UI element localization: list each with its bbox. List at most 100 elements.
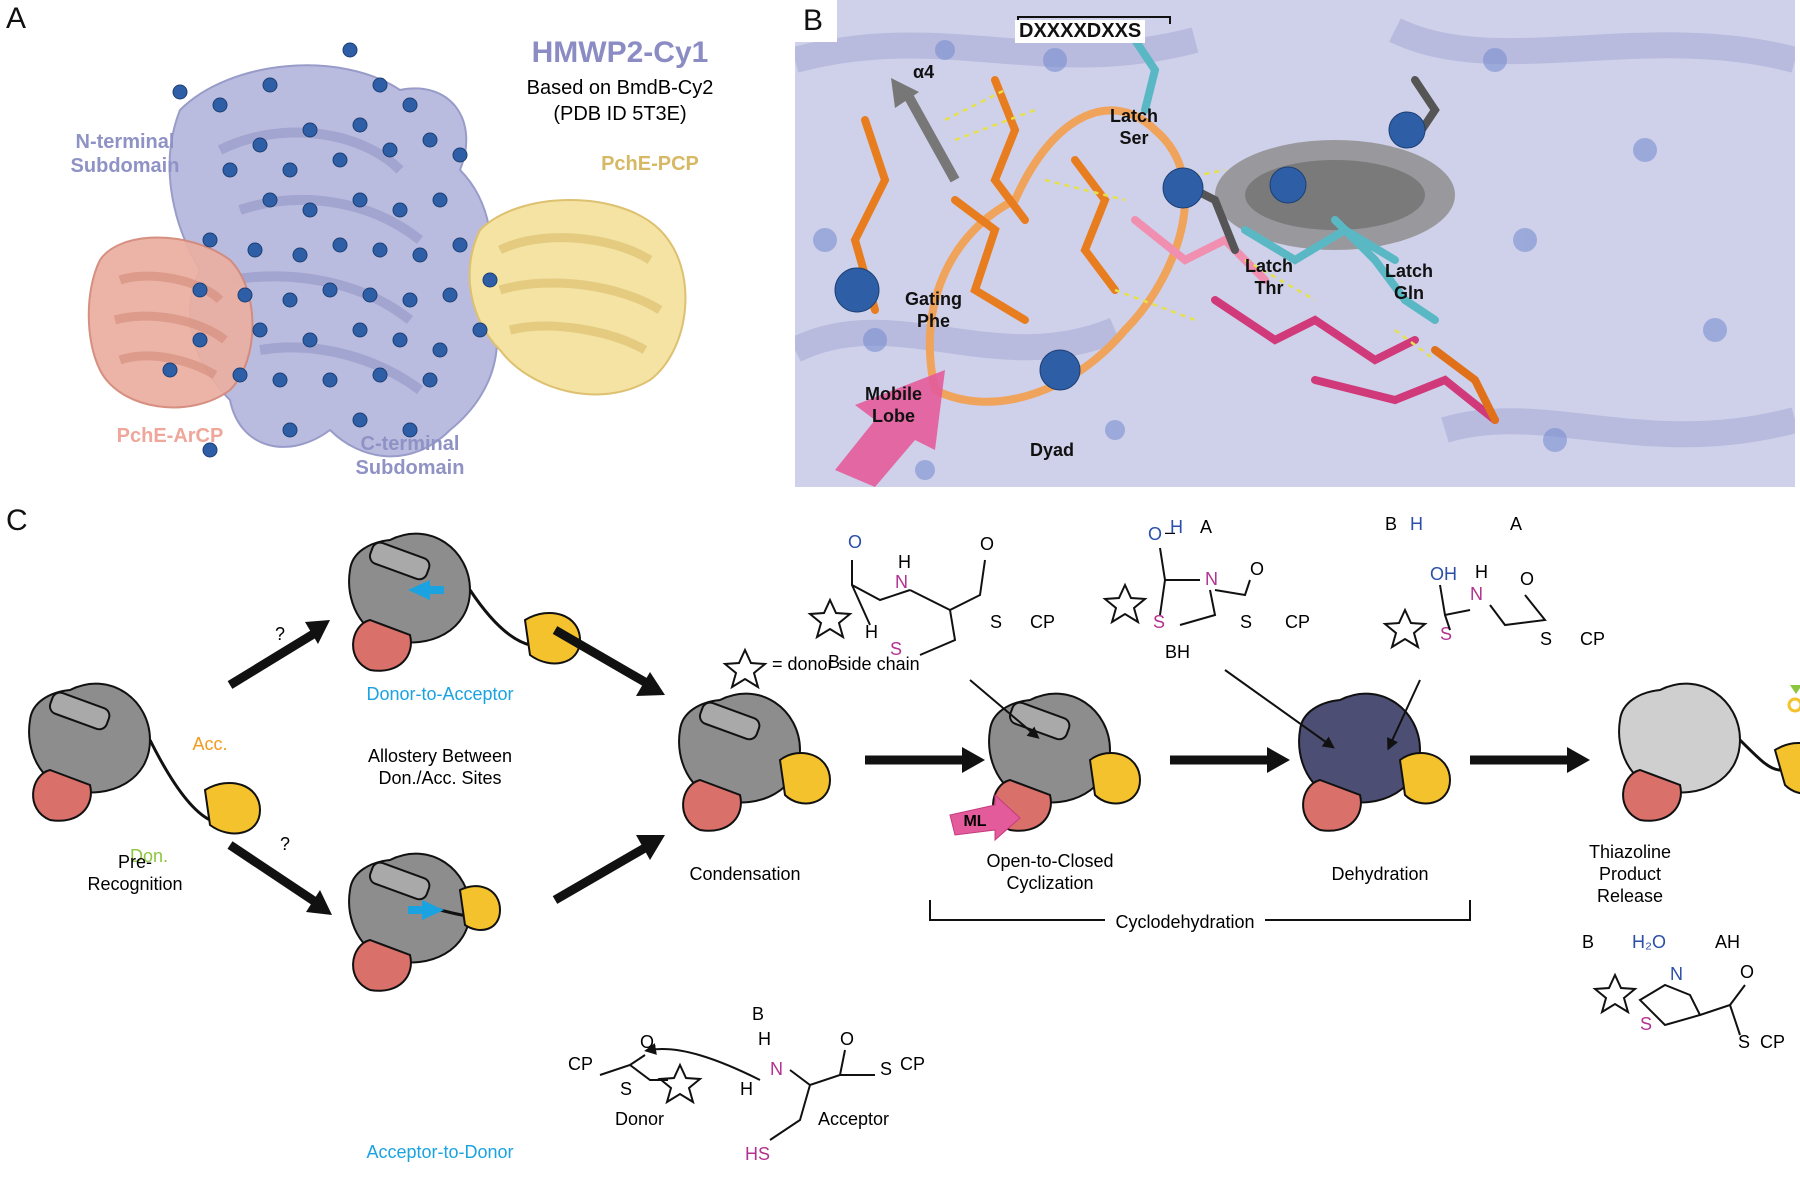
chem1-n: N <box>895 572 908 592</box>
chem5-h2o: H₂O <box>1632 932 1666 952</box>
chem4-cp: CP <box>568 1054 593 1074</box>
panel-letter-c: C <box>6 504 28 537</box>
chem1-s2: S <box>890 639 902 659</box>
don-label: Don. <box>130 846 168 866</box>
enzyme-condensation <box>678 692 832 832</box>
allostery-label-2: Don./Acc. Sites <box>378 768 501 788</box>
pcp-label: PchE-PCP <box>601 153 699 175</box>
chem4-s: S <box>620 1079 632 1099</box>
panel-b-image: B DXXXXDXXS α4 Latch Ser Latch Thr Latch… <box>795 0 1795 487</box>
chem3-h: H <box>1410 514 1423 534</box>
chem5-ah: AH <box>1715 932 1740 952</box>
latch-ser-line-1: Latch <box>1110 106 1159 126</box>
panel-letter-a: A <box>6 2 27 35</box>
chem5-s2: S <box>1738 1032 1750 1052</box>
enzyme-cyclization <box>988 692 1142 832</box>
mobile-line-1: Mobile <box>865 384 922 404</box>
chem1-h2: H <box>865 622 878 642</box>
chem2-bh: BH <box>1165 642 1190 662</box>
dyad-label: Dyad <box>1030 440 1075 460</box>
panel-a-title: HMWP2-Cy1 <box>532 36 709 69</box>
c-term-label-1: C-terminal <box>361 433 460 455</box>
sphere-markers <box>162 42 498 458</box>
chem2-a: A <box>1200 517 1212 537</box>
allostery-label-1: Allostery Between <box>368 746 512 766</box>
chem4-b: B <box>752 1004 764 1024</box>
condensation-label: Condensation <box>689 864 800 884</box>
n-term-label-2: Subdomain <box>71 155 180 177</box>
chem4-h2: H <box>740 1079 753 1099</box>
arrow-pre-down <box>227 841 323 909</box>
chem3-s2: S <box>1540 629 1552 649</box>
chem4-o2: O <box>840 1029 854 1049</box>
arrow-a2d-cond <box>552 841 653 904</box>
n-term-label-1: N-terminal <box>76 131 175 153</box>
chem3-n: N <box>1470 584 1483 604</box>
enzyme-pre <box>28 682 262 835</box>
c-term-label-2: Subdomain <box>356 457 465 479</box>
acceptor-to-donor-label: Acceptor-to-Donor <box>366 1142 513 1162</box>
chem2-cp: CP <box>1285 612 1310 632</box>
chem4-acceptor: Acceptor <box>818 1109 889 1129</box>
chem2-n: N <box>1205 569 1218 589</box>
chem2-s2: S <box>1240 612 1252 632</box>
chem2-o: O <box>1148 524 1162 544</box>
chem-structure-5: B H₂O AH N S O S CP <box>1582 932 1785 1052</box>
chem1-s: S <box>990 612 1002 632</box>
enzyme-a2d <box>348 852 502 992</box>
mobile-lobe-label: Mobile Lobe <box>865 383 922 427</box>
motif-label: DXXXXDXXS <box>1015 20 1146 43</box>
chem4-donor: Donor <box>615 1109 664 1129</box>
chem1-h: H <box>898 552 911 572</box>
chem2-o2: O <box>1250 559 1264 579</box>
gating-line-2: Phe <box>916 311 950 331</box>
chem2-h: H <box>1170 517 1183 537</box>
chem4-s2: S <box>880 1059 892 1079</box>
chem3-a: A <box>1510 514 1522 534</box>
panel-a-structure: HMWP2-Cy1 Based on BmdB-Cy2 (PDB ID 5T3E… <box>71 36 714 479</box>
panel-letter-b: B <box>803 4 824 37</box>
latch-thr-line-1: Latch <box>1245 256 1294 276</box>
chem-structure-3: B H A OH H N O S S CP <box>1382 514 1605 650</box>
chem5-o: O <box>1740 962 1754 982</box>
latch-thr-label: Latch Thr <box>1245 255 1293 299</box>
dehydration-label: Dehydration <box>1331 864 1428 884</box>
panel-b-structure <box>795 0 1795 487</box>
star-legend-icon <box>722 647 768 690</box>
alpha4-label: α4 <box>913 62 935 82</box>
latch-gln-line-1: Latch <box>1385 261 1434 281</box>
mobile-lobe-arrow <box>835 370 945 487</box>
thiazoline-label-3: Release <box>1597 886 1663 906</box>
chem5-s: S <box>1640 1014 1652 1034</box>
chem1-cp: CP <box>1030 612 1055 632</box>
thiazoline-label-1: Thiazoline <box>1589 842 1671 862</box>
panel-a-subtitle-1: Based on BmdB-Cy2 <box>527 77 714 99</box>
latch-gln-line-2: Gln <box>1394 283 1424 303</box>
chem3-h2: H <box>1475 562 1488 582</box>
pre-label-2: Recognition <box>87 874 182 894</box>
enzyme-release <box>1618 682 1800 822</box>
arcp-label: PchE-ArCP <box>117 425 224 447</box>
open-closed-label-2: Cyclization <box>1006 873 1093 893</box>
open-closed-label-1: Open-to-Closed <box>986 851 1113 871</box>
chem3-b: B <box>1385 514 1397 534</box>
gating-line-1: Gating <box>905 289 962 309</box>
chem2-minus: – <box>1165 522 1175 542</box>
pcp-domain <box>468 199 687 396</box>
chem4-h: H <box>758 1029 771 1049</box>
chem5-b: B <box>1582 932 1594 952</box>
chem1-b: B <box>828 652 840 672</box>
chem1-o: O <box>848 532 862 552</box>
question-bottom: ? <box>280 834 290 854</box>
chem3-o: O <box>1520 569 1534 589</box>
latch-gln-label: Latch Gln <box>1385 260 1433 304</box>
thiazoline-label-2: Product <box>1599 864 1661 884</box>
chem-structure-2: O – H A N O S S CP BH <box>1102 517 1310 662</box>
chem-structure-1: O H N O S CP H S B <box>807 532 1055 672</box>
latch-ser-line-2: Ser <box>1119 128 1149 148</box>
arrow-d2a-cond <box>552 626 653 689</box>
chem3-cp: CP <box>1580 629 1605 649</box>
latch-thr-line-2: Thr <box>1254 278 1284 298</box>
ml-arrow <box>949 793 1021 842</box>
chem2-s: S <box>1153 612 1165 632</box>
